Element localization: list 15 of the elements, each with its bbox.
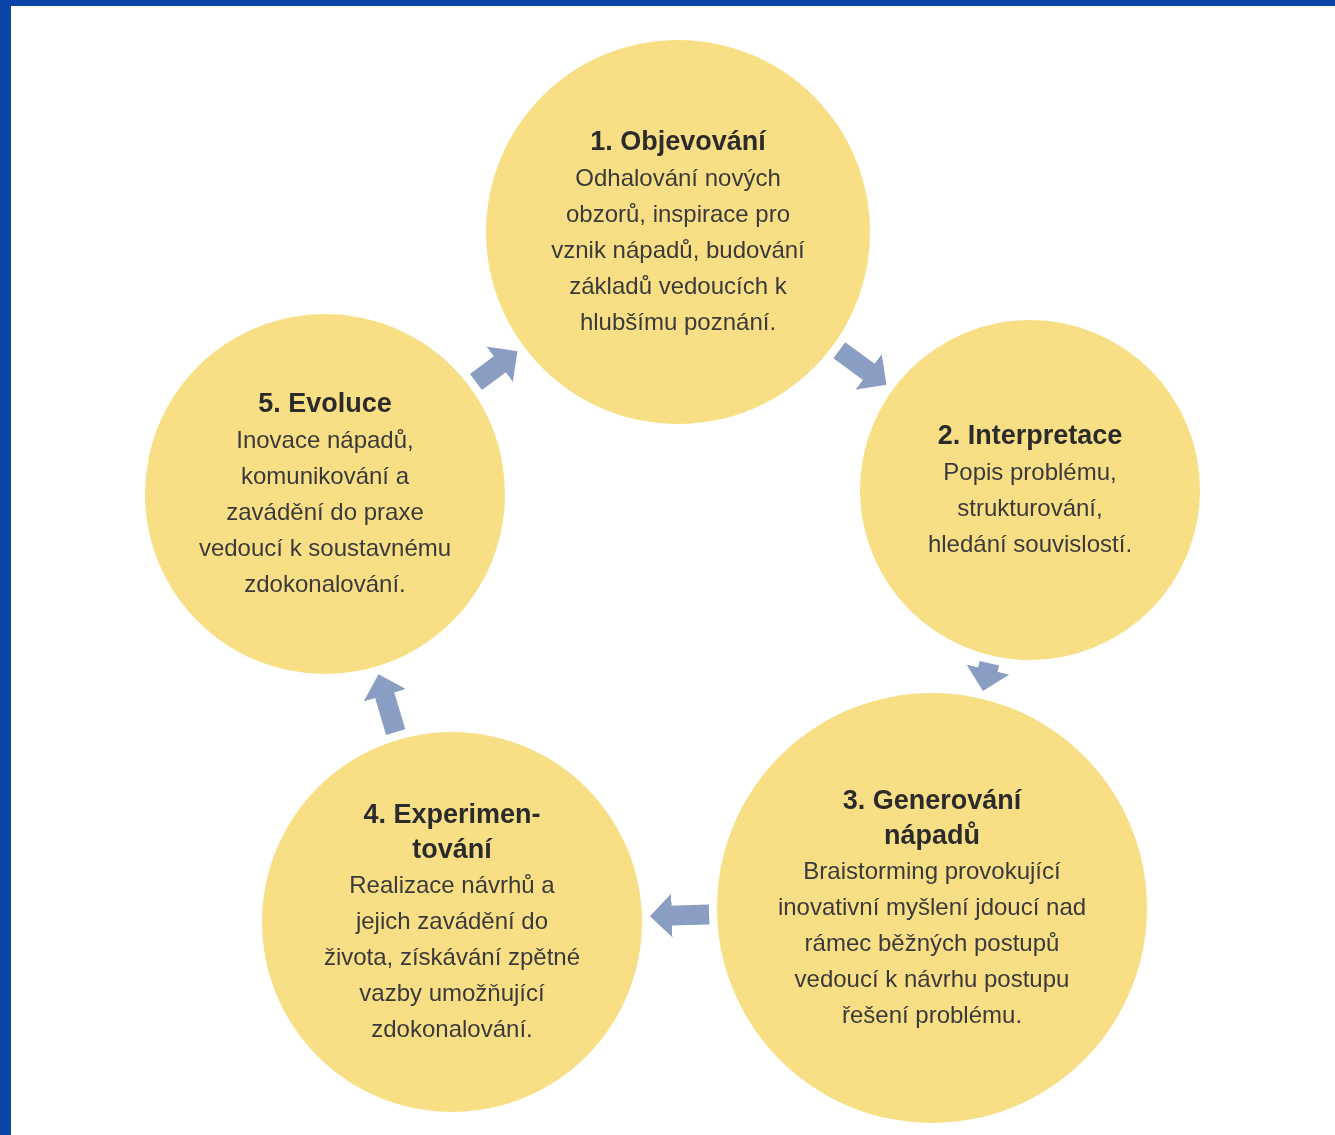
stage-description: Braistorming provokující inovativní myšlení jdoucí nad rámec běžných postupů vedoucí k návrhu postupu řešení problému.	[777, 856, 1087, 1031]
stage-description: Realizace návrhů a jejich zavádění do života, získávání zpětné vazby umožňující zdokonalování.	[322, 870, 582, 1045]
stage-title: 4. Experimen-tování	[362, 797, 542, 866]
stage-title: 1. Objevování	[589, 125, 768, 159]
stage-title: 5. Evoluce	[257, 387, 393, 421]
stage-title: 3. Generování nápadů	[841, 783, 1023, 852]
arrow	[649, 893, 710, 938]
stage-title: 2. Interpretace	[936, 419, 1124, 453]
arrow	[363, 674, 406, 736]
arrow	[470, 346, 518, 390]
arrow	[966, 661, 1010, 691]
stage-description: Odhalování nových obzorů, inspirace pro vznik nápadů, budování základů vedoucích k hlubšímu poznání.	[550, 162, 806, 337]
stage-description: Popis problému, strukturování, hledání souvislostí.	[926, 456, 1134, 559]
arrow	[833, 342, 887, 390]
stage-description: Inovace nápadů, komunikování a zavádění do praxe vedoucí k soustavnému zdokonalování.	[197, 424, 453, 599]
